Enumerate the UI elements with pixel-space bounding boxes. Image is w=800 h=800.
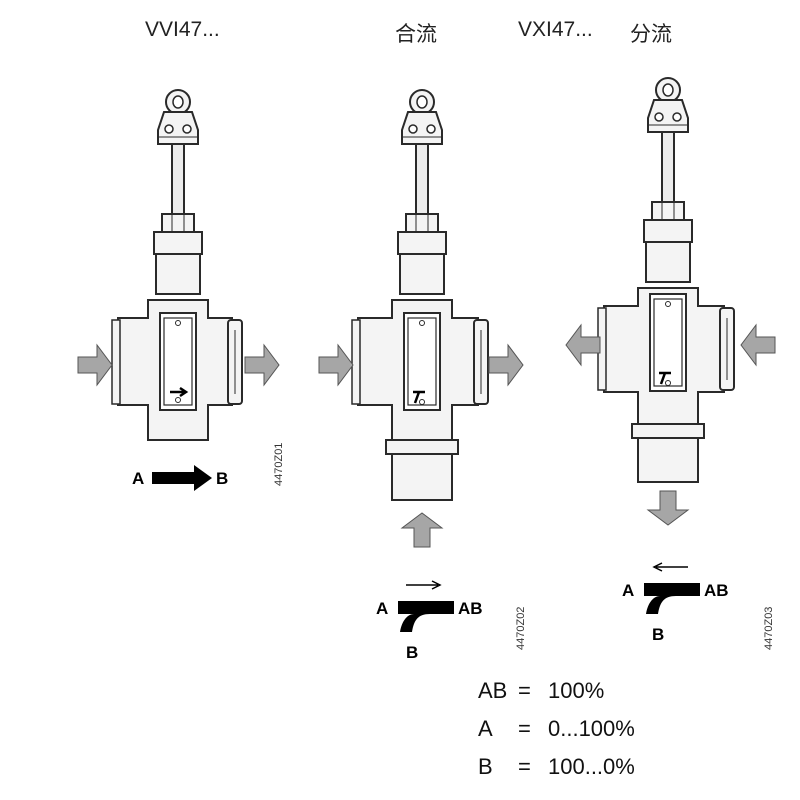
fig1-code: 4470Z01 xyxy=(273,443,285,486)
fig2-port-b: B xyxy=(406,643,418,662)
legend-port: A xyxy=(478,716,493,741)
legend-row-ab: AB = 100% xyxy=(478,678,678,704)
valve-vxi-mixing: A AB B 4470Z02 xyxy=(318,89,527,662)
mix-in-a-arrow-icon xyxy=(318,344,354,386)
legend-eq: = xyxy=(518,716,531,741)
mix-in-b-arrow-icon xyxy=(401,512,443,548)
header-vxi: VXI47... xyxy=(518,18,593,41)
fig2-port-ab: AB xyxy=(458,599,483,618)
fig1-direction-arrow-icon xyxy=(152,465,212,491)
legend-value: 100% xyxy=(548,678,605,703)
fig3-tee-symbol-icon xyxy=(644,583,700,614)
flow-in-arrow-icon xyxy=(77,344,113,386)
div-in-ab-arrow-icon xyxy=(740,324,776,366)
legend-value: 100...0% xyxy=(548,754,635,779)
valve-vvi: A B 4470Z01 xyxy=(77,89,285,491)
fig3-port-b: B xyxy=(652,625,664,644)
fig1-port-a: A xyxy=(132,469,144,488)
header-vvi: VVI47... xyxy=(145,18,220,41)
header-mixing: 合流 xyxy=(395,23,437,46)
fig3-port-a: A xyxy=(622,581,634,600)
valve-vxi-diverting: A AB B 4470Z03 xyxy=(565,77,776,650)
fig3-code: 4470Z03 xyxy=(763,607,775,650)
fig2-small-arrow-icon xyxy=(406,580,442,590)
fig2-code: 4470Z02 xyxy=(515,607,527,650)
fig2-port-a: A xyxy=(376,599,388,618)
legend-eq: = xyxy=(518,678,531,703)
fig3-small-arrow-icon xyxy=(652,562,688,572)
fig3-port-ab: AB xyxy=(704,581,729,600)
legend-port: AB xyxy=(478,678,508,703)
flow-out-arrow-icon xyxy=(244,344,280,386)
legend-eq: = xyxy=(518,754,531,779)
div-out-b-arrow-icon xyxy=(647,490,689,526)
fig1-port-b: B xyxy=(216,469,228,488)
legend-row-a: A = 0...100% xyxy=(478,716,678,742)
mix-out-ab-arrow-icon xyxy=(488,344,524,386)
legend-row-b: B = 100...0% xyxy=(478,754,678,780)
fig2-tee-symbol-icon xyxy=(398,601,454,632)
header-diverting: 分流 xyxy=(630,23,672,46)
div-out-a-arrow-icon xyxy=(565,324,601,366)
legend-port: B xyxy=(478,754,493,779)
legend-value: 0...100% xyxy=(548,716,635,741)
